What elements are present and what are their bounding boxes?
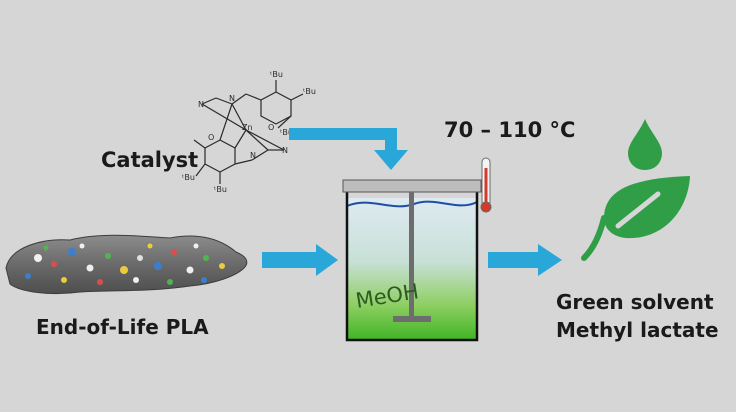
tbu-label-mid: ᵗBu — [280, 128, 293, 137]
product-label-line1: Green solvent — [556, 290, 714, 314]
tbu-label-top: ᵗBu — [270, 70, 283, 79]
feed-arrow — [262, 244, 338, 276]
catalyst-arrow — [289, 128, 408, 170]
product-label: Green solvent Methyl lactate — [556, 288, 719, 344]
oxygen-label-2: O — [208, 133, 214, 142]
feedstock-label: End-of-Life PLA — [36, 315, 209, 339]
temperature-label: 70 – 110 °C — [444, 118, 576, 142]
stirrer-shaft — [409, 192, 414, 318]
nitrogen-label-1: N — [229, 94, 235, 103]
tbu-label-bottom: ᵗBu — [214, 185, 227, 194]
aromatic-ring-upper — [260, 91, 292, 125]
stirrer-blade — [393, 316, 431, 322]
nitrogen-label-4: N — [282, 146, 288, 155]
product-arrow — [488, 244, 562, 276]
product-label-line2: Methyl lactate — [556, 318, 719, 342]
catalyst-label: Catalyst — [101, 148, 199, 172]
tbu-label-right: ᵗBu — [303, 87, 316, 96]
reactor-lid — [342, 179, 482, 193]
reactor-vessel — [342, 179, 482, 342]
aromatic-ring-lower — [204, 139, 236, 173]
pla-waste-image — [5, 234, 248, 295]
thermometer-icon — [480, 157, 492, 213]
reactor-wall — [345, 190, 479, 342]
oxygen-label-1: O — [268, 123, 274, 132]
droplet-icon — [628, 119, 662, 170]
metal-center-label: Zn — [242, 123, 253, 132]
catalyst-structure — [193, 80, 304, 184]
tbu-label-left: ᵗBu — [182, 173, 195, 182]
leaf-icon — [581, 176, 690, 261]
nitrogen-label-2: N — [198, 100, 204, 109]
nitrogen-label-3: N — [250, 151, 256, 160]
